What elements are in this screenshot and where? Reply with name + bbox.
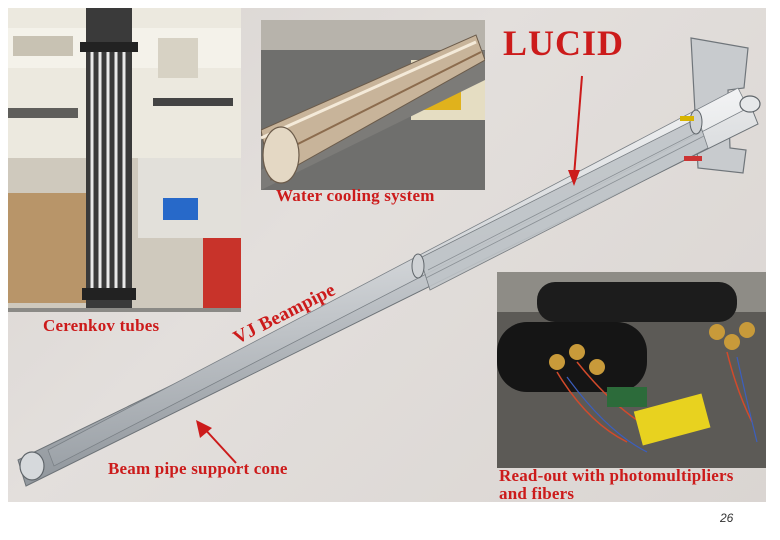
water-cooling-caption: Water cooling system <box>276 186 435 205</box>
cerenkov-caption: Cerenkov tubes <box>43 316 160 335</box>
slide-title: LUCID <box>503 23 625 63</box>
slide: Cerenkov tubes Water cooling system LUCI… <box>8 8 766 502</box>
beampipe-illustration <box>17 37 761 487</box>
readout-caption-line2: and fibers <box>499 484 575 502</box>
support-cone-caption: Beam pipe support cone <box>108 459 288 478</box>
water-cooling-photo <box>261 20 485 190</box>
page-number: 26 <box>720 511 734 525</box>
cerenkov-tubes-photo <box>8 8 241 312</box>
readout-caption-line1: Read-out with photomultipliers <box>499 466 734 485</box>
readout-photo <box>497 272 766 468</box>
